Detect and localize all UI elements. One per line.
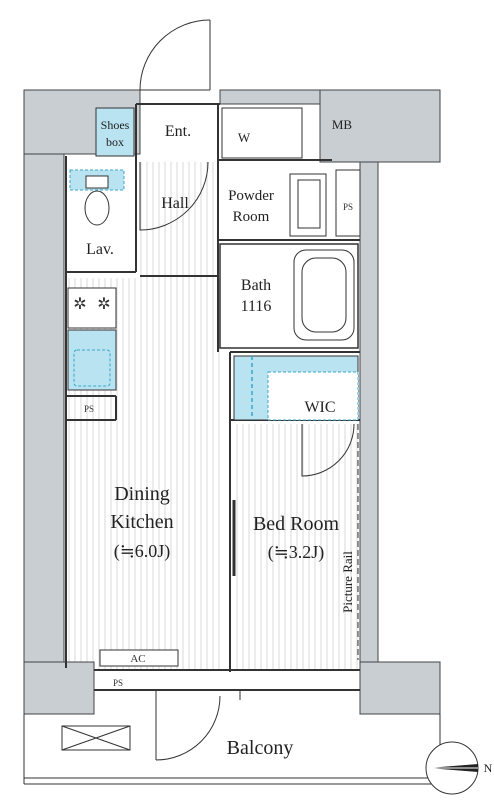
ps-bottom-label: PS (113, 678, 123, 688)
entrance-door (139, 19, 211, 91)
stove-burner-left-icon: ✲ (73, 296, 86, 313)
shoes-box-label-2: box (106, 135, 124, 149)
meter-box-label: MB (332, 117, 353, 132)
bath-label-2: 1116 (241, 298, 272, 315)
dining-label-3: (≒6.0J) (114, 541, 171, 562)
washer-space (221, 107, 303, 159)
ac-unit (99, 649, 179, 667)
toilet-bowl (84, 190, 110, 226)
compass-icon (425, 741, 479, 795)
wic-label: WIC (304, 399, 335, 416)
powder-room-label-1: Powder (228, 188, 274, 204)
lavatory-label: Lav. (86, 241, 114, 258)
structural-walls (23, 89, 441, 715)
shoes-box-label-1: Shoes (101, 118, 130, 132)
ps-kitchen-label: PS (84, 404, 94, 414)
stove (67, 287, 117, 329)
bath-label-1: Bath (241, 277, 271, 294)
ac-label: AC (130, 653, 145, 665)
compass-north-label: N (484, 761, 493, 775)
hall-door (139, 161, 209, 231)
shoes-box (95, 107, 135, 157)
bathtub-inner (301, 257, 347, 333)
bedroom-floor (232, 424, 358, 670)
partition-walls (65, 103, 360, 691)
ps-powder-label: PS (343, 202, 353, 212)
bedroom-label-1: Bed Room (253, 513, 340, 535)
dining-label-2: Kitchen (110, 511, 173, 533)
balcony-doors (155, 690, 241, 761)
wic-inner (267, 371, 359, 421)
wic-door (301, 423, 355, 477)
washer-label: W (238, 130, 251, 145)
picture-rail-label: Picture Rail (340, 551, 355, 613)
dining-label-1: Dining (114, 483, 170, 505)
kitchen-sink-basin (73, 349, 111, 387)
powder-sink-basin (297, 179, 321, 229)
entrance-label: Ent. (165, 123, 191, 140)
bedroom-label-2: (≒3.2J) (268, 542, 325, 563)
balcony-label: Balcony (227, 737, 294, 759)
toilet-tank (85, 175, 109, 189)
hall-label: Hall (161, 195, 189, 212)
ps-powder-box (335, 169, 361, 237)
powder-sink (289, 173, 327, 237)
stove-burner-right-icon: ✲ (97, 296, 110, 313)
powder-room-label-2: Room (233, 209, 270, 225)
balcony-drain (61, 725, 131, 751)
